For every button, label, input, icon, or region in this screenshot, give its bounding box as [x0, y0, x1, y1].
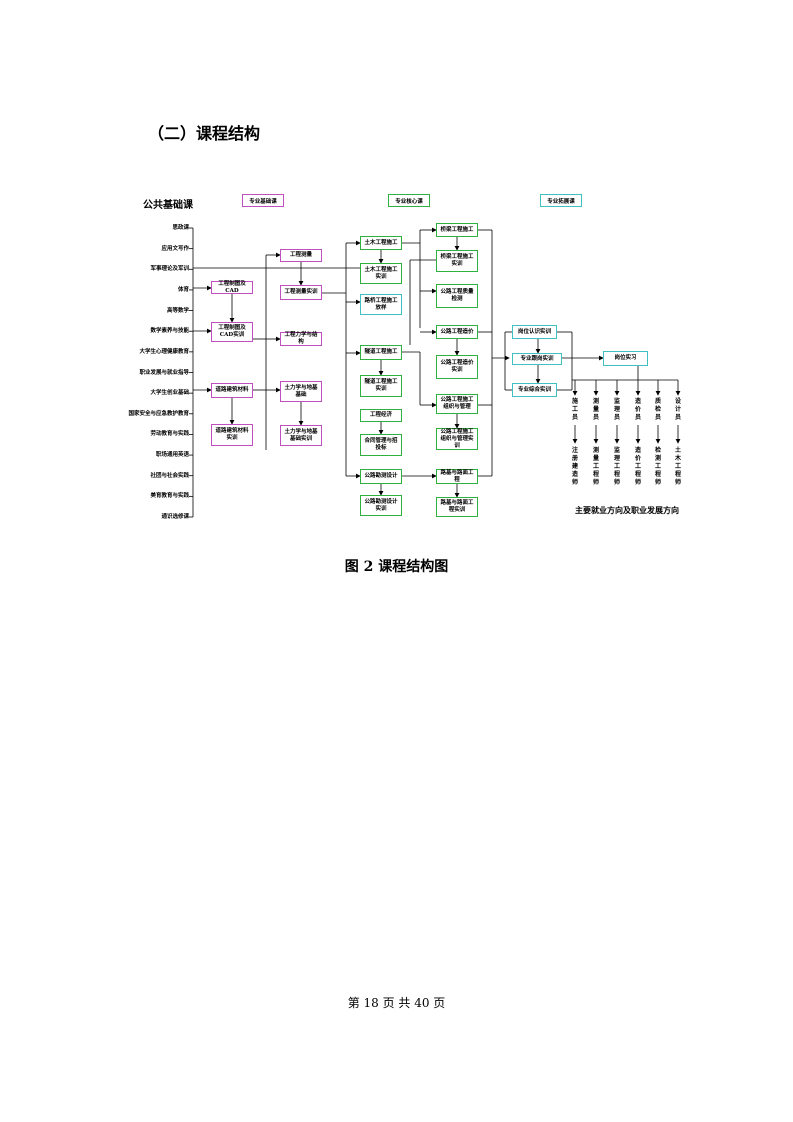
node-soil-training: 土力学与地基基础实训	[280, 425, 322, 446]
career-path-item: 检测工程师	[654, 447, 661, 486]
career-path-item: 监理工程师	[613, 447, 620, 486]
node-civil-construction: 土木工程施工	[360, 236, 402, 250]
career-path-item: 土木工程师	[674, 447, 681, 486]
node-mechanics: 工程力学与结构	[280, 332, 322, 346]
node-bridge-training: 桥梁工程施工实训	[436, 250, 478, 272]
legend-extension: 专业拓展课	[540, 194, 582, 207]
public-course-item: 思政课	[172, 225, 189, 231]
role-item: 施工员	[571, 398, 578, 421]
node-bridge: 桥梁工程施工	[436, 223, 478, 237]
node-cost-training: 公路工程造价实训	[436, 355, 478, 379]
node-survey: 工程测量	[280, 249, 322, 262]
node-drawing-cad-training: 工程制图及CAD实训	[211, 322, 253, 342]
node-road-materials: 道路建筑材料	[211, 383, 253, 398]
node-tunnel-training: 隧道工程施工实训	[360, 375, 402, 397]
role-item: 监理员	[613, 398, 620, 421]
public-course-item: 职场通用英语	[155, 452, 189, 459]
node-road-materials-training: 道路建筑材料实训	[211, 424, 253, 446]
public-course-item: 军事理论及军训	[150, 266, 189, 273]
node-internship: 岗位实习	[603, 351, 648, 366]
role-item: 质检员	[654, 398, 661, 421]
career-path-item: 注册建造师	[571, 447, 578, 486]
public-course-item: 应用文写作	[161, 245, 189, 252]
node-civil-construction-training: 土木工程施工实训	[360, 263, 402, 284]
public-course-item: 通识选修课	[161, 514, 189, 520]
career-title: 主要就业方向及职业发展方向	[575, 505, 679, 515]
role-item: 测量员	[592, 398, 599, 421]
legend-core: 专业核心课	[388, 194, 430, 207]
career-path-item: 造价工程师	[634, 447, 641, 486]
legend-basic: 专业基础课	[242, 194, 284, 207]
node-comprehensive: 专业综合实训	[512, 383, 557, 397]
node-economics: 工程经济	[360, 409, 402, 422]
node-subgrade-training: 路基与路面工程实训	[436, 497, 478, 517]
node-contract: 合同管理与招投标	[360, 434, 402, 456]
public-course-item: 国家安全与应急教护教育	[128, 410, 189, 417]
node-bridge-scheme: 路桥工程施工放样	[360, 294, 402, 315]
public-course-item: 体育	[177, 286, 189, 293]
public-courses-title: 公共基础课	[143, 200, 193, 211]
public-course-item: 数学素养与技能	[150, 328, 189, 335]
figure-caption: 图 2 课程结构图	[344, 559, 449, 575]
node-drawing-cad: 工程制图及CAD	[211, 281, 253, 294]
node-cognition: 岗位认识实训	[512, 325, 557, 339]
node-cost: 公路工程造价	[436, 325, 478, 339]
node-quality: 公路工程质量检测	[436, 284, 478, 308]
node-survey-training: 工程测量实训	[280, 285, 322, 300]
public-course-item: 大学生心理健康教育	[139, 348, 189, 355]
page-footer: 第 18 页 共 40 页	[347, 996, 446, 1010]
public-course-item: 美育教育与实践	[150, 493, 189, 500]
node-road-survey-design: 公路勘测设计	[360, 469, 402, 484]
role-item: 设计员	[674, 398, 681, 421]
role-item: 造价员	[634, 398, 641, 421]
public-course-item: 劳动教育与实践	[150, 431, 189, 438]
node-follow: 专业跟岗实训	[512, 353, 562, 365]
node-org: 公路工程施工组织与管理	[436, 394, 478, 414]
public-course-item: 高等数学	[166, 307, 189, 314]
public-course-item: 职业发展与就业指导	[139, 369, 189, 376]
node-tunnel: 隧道工程施工	[360, 345, 402, 360]
node-road-survey-design-training: 公路勘测设计实训	[360, 495, 402, 516]
section-heading: （二）课程结构	[148, 124, 261, 143]
node-soil: 土力学与地基基础	[280, 381, 322, 402]
career-path-item: 测量工程师	[592, 447, 599, 486]
node-subgrade: 路基与路面工程	[436, 469, 478, 484]
public-course-item: 大学生创业基础	[150, 390, 189, 397]
node-org-training: 公路工程施工组织与管理实训	[436, 428, 478, 450]
public-course-item: 社团与社会实践	[150, 472, 189, 479]
